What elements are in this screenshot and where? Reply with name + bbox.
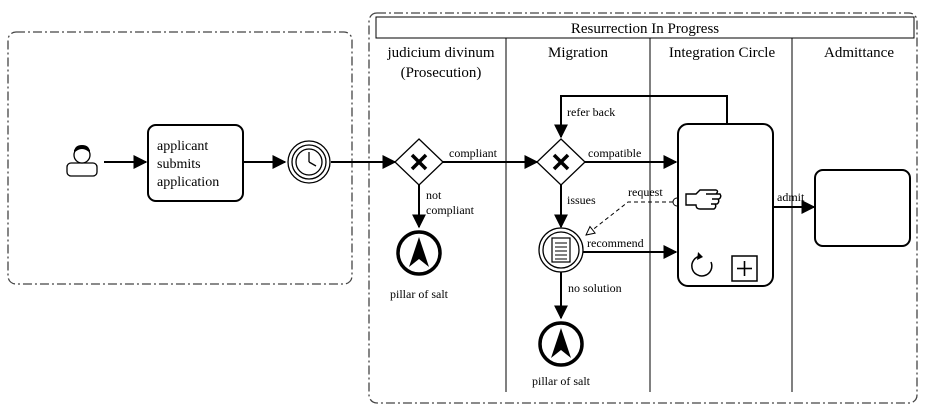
lane-title-integration: Integration Circle	[669, 45, 776, 61]
loop-icon	[691, 252, 713, 277]
lane-title-migration: Migration	[548, 45, 608, 61]
end-label-prosecution: pillar of salt	[390, 287, 449, 301]
lane-title-prosecution: judicium divinum	[386, 45, 494, 61]
hand-icon	[685, 189, 722, 210]
end-label-migration: pillar of salt	[532, 374, 591, 388]
flow-request[interactable]	[586, 201, 673, 235]
label-compliant: compliant	[449, 146, 498, 160]
lane-title-admittance: Admittance	[824, 45, 894, 61]
applicant-pool[interactable]	[7, 31, 353, 285]
escalation-icon	[551, 328, 571, 358]
task-admittance[interactable]	[814, 169, 911, 247]
subprocess-integration[interactable]	[677, 123, 774, 287]
resurrection-pool[interactable]	[368, 12, 918, 404]
lane-title-prosecution-sub: (Prosecution)	[401, 65, 482, 81]
label-request: request	[628, 185, 663, 199]
pool-title: Resurrection In Progress	[571, 21, 719, 37]
x-icon	[410, 153, 428, 171]
label-refer-back: refer back	[567, 105, 615, 119]
expand-icon[interactable]	[731, 255, 758, 282]
person-icon[interactable]	[66, 145, 98, 177]
task-submit-line2: submits	[157, 157, 201, 172]
label-issues: issues	[567, 193, 596, 207]
task-submit-line3: application	[157, 175, 219, 190]
label-no-solution: no solution	[568, 281, 622, 295]
label-recommend: recommend	[587, 236, 644, 250]
x-icon	[552, 153, 570, 171]
document-icon	[551, 237, 571, 263]
label-not-compliant-1: not	[426, 188, 442, 202]
pool-header	[375, 16, 915, 39]
label-compatible: compatible	[588, 146, 641, 160]
task-submit-line1: applicant	[157, 139, 208, 154]
clock-icon	[308, 152, 317, 167]
escalation-icon	[409, 237, 429, 267]
label-not-compliant-2: compliant	[426, 203, 475, 217]
label-admit: admit	[777, 190, 805, 204]
flow-refer-back[interactable]	[554, 95, 728, 139]
